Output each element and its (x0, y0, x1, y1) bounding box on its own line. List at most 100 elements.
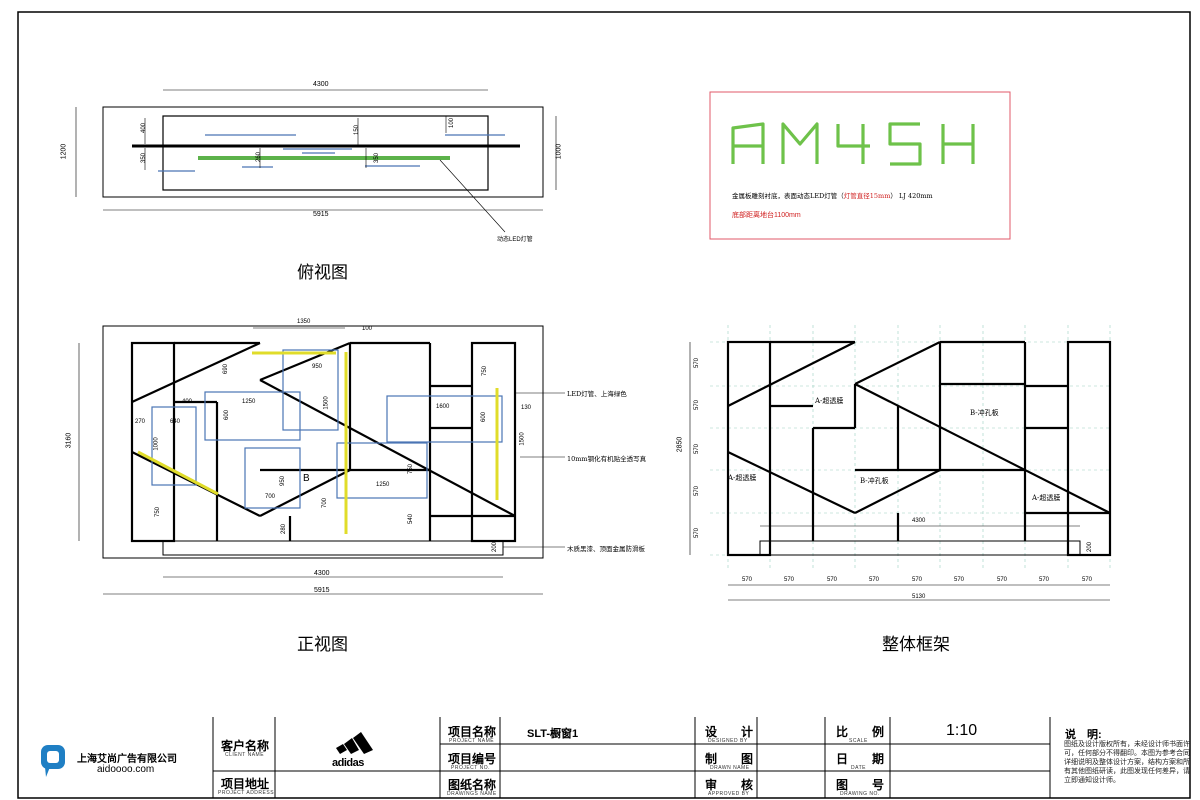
dim-label: 570 (954, 577, 965, 583)
dim-label: 1250 (376, 482, 390, 488)
dim-label: 400 (141, 122, 148, 134)
panel-label: A-超透膜 (1032, 494, 1061, 502)
dim-label: 570 (784, 577, 795, 583)
scale-sub: SCALE (849, 738, 868, 744)
dim-label: 100 (362, 326, 373, 332)
dim-label: 150 (354, 124, 361, 136)
company-logo-icon (41, 745, 65, 777)
dim-label: 570 (694, 485, 701, 497)
dim-label: 600 (481, 411, 488, 423)
dim-label: 5915 (313, 211, 329, 218)
dim-label: 750 (155, 506, 162, 518)
dim-label: 260 (256, 151, 263, 163)
dim-label: 570 (1039, 577, 1050, 583)
logo-note: 底部距离地台1100mm (732, 212, 801, 219)
callout-led: LED灯管、上海绿色 (567, 390, 627, 398)
notes-text: 图纸及设计版权所有，未经设计师书面许可，任何部分不得翻印。本图为参考合同详细说明… (1064, 741, 1190, 784)
dim-label: 1000 (555, 143, 563, 160)
dim-label: 200 (1087, 541, 1094, 553)
project-name-value: SLT-橱窗1 (527, 728, 579, 740)
scale-value: 1:10 (946, 722, 978, 739)
dim-label: 950 (280, 475, 287, 487)
drawn-by-sub: DRAWN NAME (710, 765, 750, 771)
dim-label: 1000 (153, 437, 160, 451)
dim-label: 1200 (60, 143, 68, 160)
dim-label: 570 (694, 399, 701, 411)
drawing-name-sub: DRAWINGS NAME (447, 791, 497, 797)
top-view (75, 89, 557, 233)
dim-label: 4300 (912, 518, 926, 524)
scale-label: 比 例 (836, 725, 885, 739)
dim-label: 1350 (297, 319, 311, 325)
logo-desc-highlight: 灯管直径15mm (843, 192, 891, 200)
logo-description: 金属板雕刻衬底，表面动态LED灯管（灯管直径15mm） LJ 420mm (732, 190, 933, 200)
dim-label: 1600 (436, 404, 450, 410)
callout-glass: 10mm钢化有机贴全透写真 (567, 455, 647, 463)
designed-by-label: 设 计 (705, 725, 754, 739)
dim-label: 700 (322, 497, 329, 509)
dim-label: 640 (170, 419, 181, 425)
front-view (78, 325, 565, 595)
dim-label: 750 (408, 463, 415, 475)
dim-label: 100 (449, 117, 456, 129)
dim-label: 5130 (912, 594, 926, 600)
dim-label: 570 (1082, 577, 1093, 583)
am4sh-led-letters (731, 122, 975, 166)
project-no-label: 项目编号 (448, 752, 497, 766)
drawing-no-sub: DRAWING NO. (840, 791, 880, 797)
project-name-label: 项目名称 (448, 725, 497, 739)
brand-name: adidas (332, 757, 364, 769)
dim-label: 540 (408, 513, 415, 525)
drawing-name-label: 图纸名称 (448, 778, 497, 792)
project-no-sub: PROJECT NO. (451, 765, 491, 771)
label-b: B (303, 473, 310, 484)
approved-by-sub: APPROVED BY (708, 791, 750, 797)
approved-by-label: 审 核 (705, 778, 754, 792)
project-address-sub: PROJECT ADDRESS (218, 790, 275, 796)
dim-label: 280 (281, 523, 288, 535)
dim-label: 200 (492, 541, 499, 553)
logo-desc-tail: ） LJ 420mm (890, 192, 933, 200)
led-callout: 动态LED灯管 (497, 237, 533, 243)
dim-label: 2850 (676, 436, 684, 453)
dim-label: 4300 (313, 81, 329, 88)
dim-label: 600 (224, 409, 231, 421)
dim-label: 270 (135, 419, 146, 425)
adidas-logo (336, 732, 373, 754)
panel-label: B-冲孔板 (860, 477, 889, 485)
dim-label: 570 (694, 357, 701, 369)
dim-label: 130 (521, 405, 532, 411)
company-name: 上海艾尚广告有限公司 (77, 754, 177, 765)
logo-desc-text: 金属板雕刻衬底，表面动态LED灯管（ (732, 192, 844, 200)
project-name-sub: PROJECT NAME (449, 738, 495, 744)
panel-label: A-超透膜 (815, 397, 844, 405)
dim-label: 3160 (65, 432, 73, 449)
dim-label: 1500 (323, 396, 330, 410)
dim-label: 1250 (242, 399, 256, 405)
client-name-sub: CLIENT NAME (225, 752, 265, 758)
dim-label: 950 (312, 364, 323, 370)
dim-label: 1500 (519, 432, 526, 446)
dim-label: 570 (694, 527, 701, 539)
title-block-grid (212, 717, 1051, 798)
dim-label: 350 (374, 152, 381, 164)
dim-label: 570 (997, 577, 1008, 583)
top-view-title: 俯视图 (297, 263, 348, 283)
project-address-label: 项目地址 (221, 777, 270, 791)
dim-label: 570 (694, 443, 701, 455)
callout-base: 木质黑漆、顶面金属防滑板 (567, 545, 645, 553)
dim-label: 570 (742, 577, 753, 583)
dim-label: 750 (482, 365, 489, 377)
panel-label: A-超透膜 (728, 474, 757, 482)
dim-label: 700 (265, 494, 276, 500)
panel-label: B-冲孔板 (970, 409, 999, 417)
dim-label: 5915 (314, 587, 330, 594)
dim-label: 4300 (314, 570, 330, 577)
company-url: aidoooo.com (97, 764, 155, 775)
dim-label: 400 (182, 399, 193, 405)
dim-label: 350 (141, 152, 148, 164)
front-view-title: 正视图 (297, 635, 348, 655)
dim-label: 570 (912, 577, 923, 583)
dim-label: 690 (223, 363, 230, 375)
